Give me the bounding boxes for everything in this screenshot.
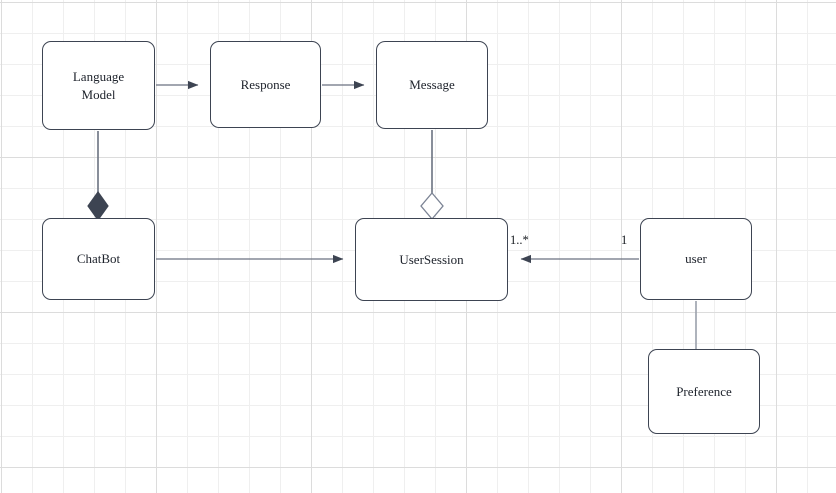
multiplicity-label-many: 1..* — [510, 233, 529, 247]
node-response-label: Response — [240, 76, 291, 92]
node-message-label: Message — [409, 77, 455, 93]
node-language-model[interactable]: Language Model — [42, 41, 155, 130]
node-chatbot[interactable]: ChatBot — [42, 218, 155, 300]
multiplicity-label-one: 1 — [621, 233, 628, 247]
node-chatbot-label: ChatBot — [76, 251, 121, 267]
filled-diamond-marker — [87, 190, 109, 222]
node-preference[interactable]: Preference — [648, 349, 760, 434]
node-message[interactable]: Message — [376, 41, 488, 129]
node-usersession[interactable]: UserSession — [355, 218, 508, 301]
node-label-line2: Model — [81, 86, 116, 102]
node-user-label: user — [685, 251, 707, 267]
node-label-line1: Language — [72, 68, 125, 84]
node-preference-label: Preference — [676, 383, 732, 399]
hollow-diamond-marker — [420, 191, 444, 221]
node-language-model-label: Language Model — [73, 68, 124, 103]
node-response[interactable]: Response — [210, 41, 321, 128]
edge-message-to-usersession — [420, 130, 444, 221]
node-user[interactable]: user — [640, 218, 752, 300]
edge-language-model-to-chatbot — [87, 131, 109, 222]
node-usersession-label: UserSession — [399, 251, 464, 267]
